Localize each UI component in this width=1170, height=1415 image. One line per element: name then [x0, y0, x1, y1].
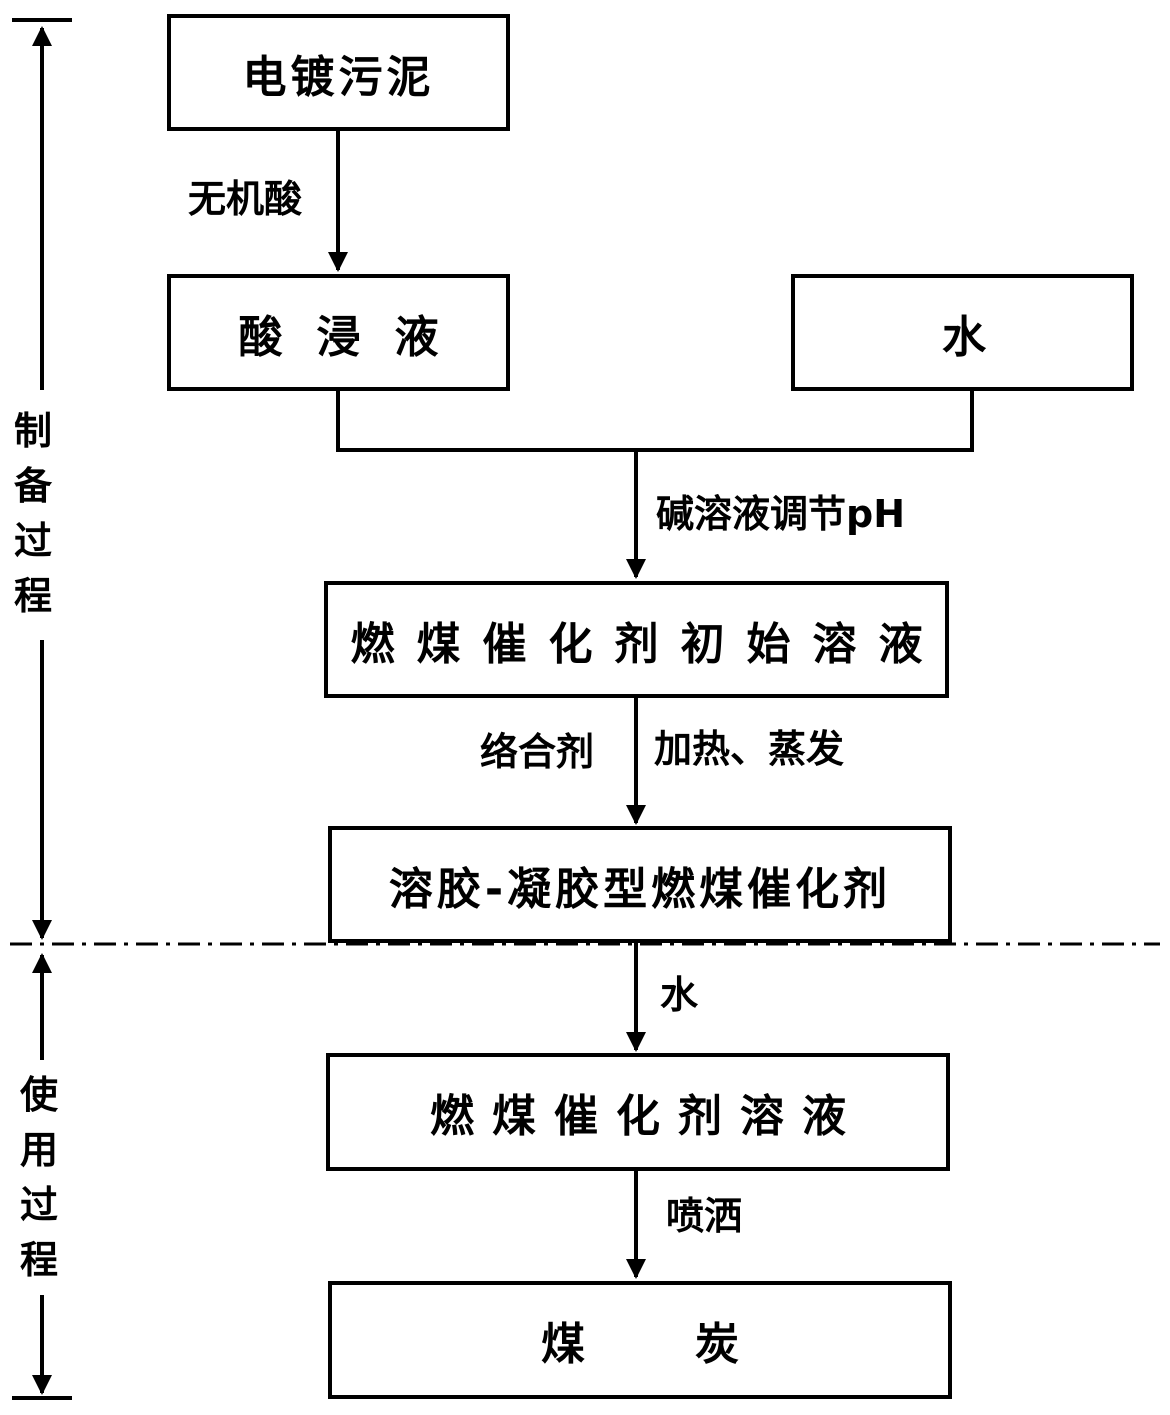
- edge-label-alkali-ph: 碱溶液调节pH: [656, 492, 906, 536]
- node-coal: 煤炭: [328, 1281, 952, 1399]
- node-initial-solution: 燃煤催化剂初始溶液: [324, 581, 949, 698]
- stage-label-preparation: 制备过程: [13, 409, 52, 618]
- edge-label-complexing-agent: 络合剂: [480, 730, 595, 774]
- node-acid-leachate: 酸浸液: [167, 274, 510, 391]
- edge-label-water: 水: [660, 973, 699, 1017]
- node-electroplating-sludge: 电镀污泥: [167, 14, 510, 131]
- node-sol-gel-catalyst: 溶胶-凝胶型燃煤催化剂: [328, 826, 952, 943]
- stage-label-usage: 使用过程: [19, 1073, 58, 1282]
- node-water-source: 水: [791, 274, 1134, 391]
- edge-label-inorganic-acid: 无机酸: [188, 177, 303, 221]
- edge-label-spray: 喷洒: [666, 1194, 743, 1238]
- edge-label-heat-evaporate: 加热、蒸发: [654, 727, 845, 771]
- node-catalyst-solution: 燃煤催化剂溶液: [326, 1053, 950, 1171]
- merge-connector: [336, 390, 974, 452]
